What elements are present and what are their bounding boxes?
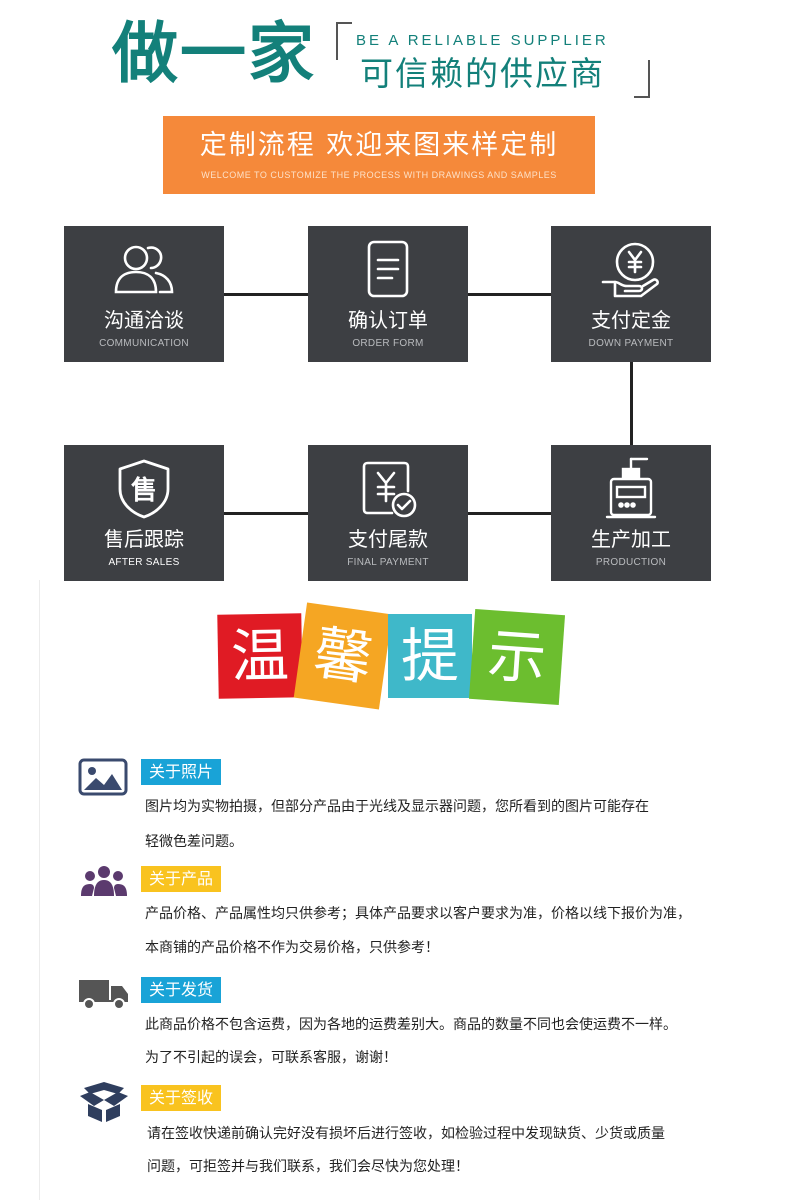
people-icon [112, 238, 176, 302]
tip-char-1: 温 [217, 613, 303, 699]
note-tag: 关于照片 [141, 759, 222, 785]
yuan-check-icon [356, 457, 420, 521]
note-line: 问题，可拒签并与我们联系，我们会尽快为您处理！ [147, 1159, 469, 1175]
note-tag: 关于产品 [141, 866, 222, 892]
note-line: 产品价格、产品属性均只供参考；具体产品要求以客户要求为准，价格以线下报价为准， [145, 906, 691, 922]
step-subtitle: FINAL PAYMENT [347, 557, 429, 568]
note-line: 本商铺的产品价格不作为交易价格，只供参考！ [145, 940, 439, 956]
step-title: 生产加工 [591, 527, 671, 551]
connector-line [468, 512, 552, 515]
document-icon [356, 238, 420, 302]
box-icon [78, 1082, 130, 1122]
process-banner: 定制流程 欢迎来图来样定制 WELCOME TO CUSTOMIZE THE P… [163, 116, 595, 194]
note-tag: 关于发货 [141, 977, 222, 1003]
step-communication: 沟通洽谈 COMMUNICATION [64, 226, 224, 362]
step-title: 支付尾款 [348, 527, 428, 551]
bracket-bottom-right [634, 60, 650, 98]
slogan-english: BE A RELIABLE SUPPLIER [356, 32, 609, 49]
connector-line [630, 362, 633, 446]
note-line: 图片均为实物拍摄，但部分产品由于光线及显示器问题，您所看到的图片可能存在 [145, 799, 649, 815]
note-line: 此商品价格不包含运费，因为各地的运费差别大。商品的数量不同也会使运费不一样。 [145, 1017, 677, 1033]
note-line: 请在签收快递前确认完好没有损坏后进行签收，如检验过程中发现缺货、少货或质量 [147, 1126, 665, 1142]
step-subtitle: ORDER FORM [352, 338, 424, 349]
machine-icon [599, 457, 663, 521]
step-title: 确认订单 [348, 308, 428, 332]
step-production: 生产加工 PRODUCTION [551, 445, 711, 581]
banner-title: 定制流程 欢迎来图来样定制 [199, 130, 559, 161]
step-final-payment: 支付尾款 FINAL PAYMENT [308, 445, 468, 581]
yuan-coin-hand-icon [599, 238, 663, 302]
left-divider [39, 580, 40, 1200]
banner-subtitle: WELCOME TO CUSTOMIZE THE PROCESS WITH DR… [201, 170, 557, 180]
connector-line [224, 512, 308, 515]
step-down-payment: 支付定金 DOWN PAYMENT [551, 226, 711, 362]
step-title: 支付定金 [591, 308, 671, 332]
shield-badge-char: 售 [131, 475, 157, 506]
slogan-chinese: 可信赖的供应商 [360, 54, 605, 93]
step-subtitle: DOWN PAYMENT [588, 338, 674, 349]
tip-char-3: 提 [388, 614, 472, 698]
note-tag: 关于签收 [141, 1085, 222, 1111]
bracket-top-left [336, 22, 352, 60]
shield-icon: 售 [112, 457, 176, 521]
step-after-sales: 售 售后跟踪 AFTER SALES [64, 445, 224, 581]
note-line: 为了不引起的误会，可联系客服，谢谢！ [145, 1050, 397, 1066]
step-title: 沟通洽谈 [104, 308, 184, 332]
connector-line [224, 293, 308, 296]
step-title: 售后跟踪 [104, 527, 184, 551]
tip-char-2: 馨 [293, 602, 393, 710]
step-subtitle: AFTER SALES [108, 557, 180, 568]
connector-line [468, 293, 552, 296]
step-subtitle: COMMUNICATION [99, 338, 189, 349]
step-order-form: 确认订单 ORDER FORM [308, 226, 468, 362]
hero-title: 做一家 [112, 15, 316, 92]
truck-icon [78, 972, 130, 1012]
step-subtitle: PRODUCTION [595, 557, 667, 568]
tip-char-4: 示 [468, 608, 566, 706]
photo-icon [78, 758, 130, 798]
group-icon [78, 862, 130, 902]
note-line: 轻微色差问题。 [145, 834, 243, 850]
